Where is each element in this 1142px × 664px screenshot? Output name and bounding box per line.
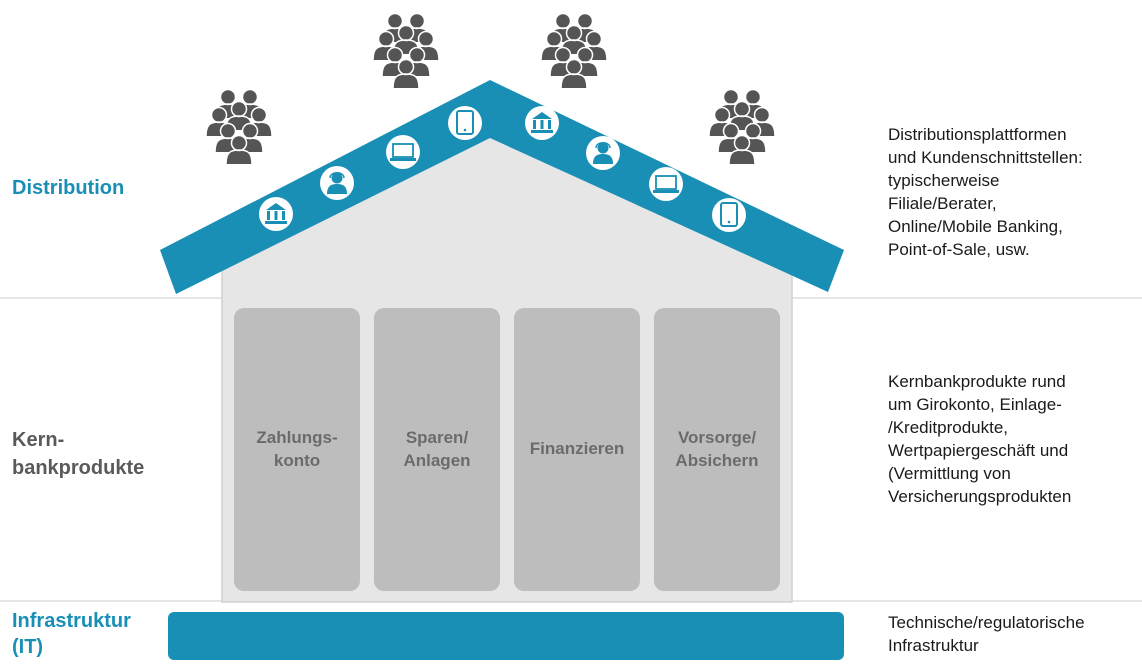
- roof-icon-advisor-right: [586, 136, 620, 170]
- label-line: Infrastruktur: [12, 610, 131, 632]
- pillar-label-line: Anlagen: [403, 450, 471, 470]
- roof: [160, 80, 844, 294]
- pillar-finanzieren: Finanzieren: [514, 308, 640, 591]
- label-distribution: Distribution: [12, 176, 124, 201]
- description-line: Versicherungsprodukten: [888, 486, 1072, 506]
- pillar-label-line: konto: [273, 450, 321, 470]
- description-line: /Kreditprodukte,: [888, 417, 1009, 437]
- description-line: Online/Mobile Banking,: [888, 216, 1063, 236]
- people-group-icon: [709, 90, 775, 165]
- roof-icon-laptop-left: [386, 135, 420, 169]
- label-kernbankprodukte: Kern- bankprodukte: [12, 426, 144, 482]
- people-group-icon: [206, 90, 272, 165]
- description-line: Wertpapiergeschäft und: [888, 440, 1069, 460]
- description-line: um Girokonto, Einlage-: [888, 394, 1062, 414]
- people-group-icon: [373, 14, 439, 89]
- pillar-label-line: Zahlungs-: [256, 427, 338, 447]
- description-line: Filiale/Berater,: [888, 193, 997, 213]
- label-line: Distribution: [12, 177, 125, 199]
- description-line: (Vermittlung von: [888, 463, 1011, 483]
- roof-icon-tablet-left: [448, 106, 482, 140]
- pillar-label-line: Finanzieren: [529, 439, 625, 459]
- people-group-icon: [541, 14, 607, 89]
- roof-icon-tablet-right: [712, 198, 746, 232]
- label-infrastruktur: Infrastruktur (IT): [12, 608, 131, 660]
- label-line: bankprodukte: [12, 457, 145, 479]
- description-line: Infrastruktur: [888, 635, 979, 655]
- pillar-label-line: Vorsorge/: [677, 427, 757, 447]
- description-line: Technische/regulatorische: [888, 613, 1085, 632]
- description-line: Distributionsplattformen: [888, 125, 1067, 144]
- description-kernbankprodukte: Kernbankprodukte rund um Girokonto, Einl…: [888, 371, 1071, 509]
- label-line: (IT): [12, 636, 44, 658]
- roof-icon-advisor-left: [320, 166, 354, 200]
- roof-icon-bank-right: [525, 106, 559, 140]
- description-line: typischerweise: [888, 170, 1000, 190]
- pillar-label-line: Sparen/: [405, 427, 469, 447]
- infrastructure-bar: [168, 612, 844, 660]
- description-infrastruktur: Technische/regulatorische Infrastruktur: [888, 612, 1085, 658]
- pillar-label-line: Absichern: [675, 450, 759, 470]
- roof-icon-laptop-right: [649, 167, 683, 201]
- description-line: Kernbankprodukte rund: [888, 372, 1066, 391]
- description-line: und Kundenschnittstellen:: [888, 147, 1083, 167]
- roof-icon-bank-left: [259, 197, 293, 231]
- pillar-zahlungskonto: Zahlungs- konto: [234, 308, 360, 591]
- description-distribution: Distributionsplattformen und Kundenschni…: [888, 124, 1083, 262]
- description-line: Point-of-Sale, usw.: [888, 239, 1030, 259]
- pillar-sparen-anlagen: Sparen/ Anlagen: [374, 308, 500, 591]
- pillar-vorsorge-absichern: Vorsorge/ Absichern: [654, 308, 780, 591]
- label-line: Kern-: [12, 429, 65, 451]
